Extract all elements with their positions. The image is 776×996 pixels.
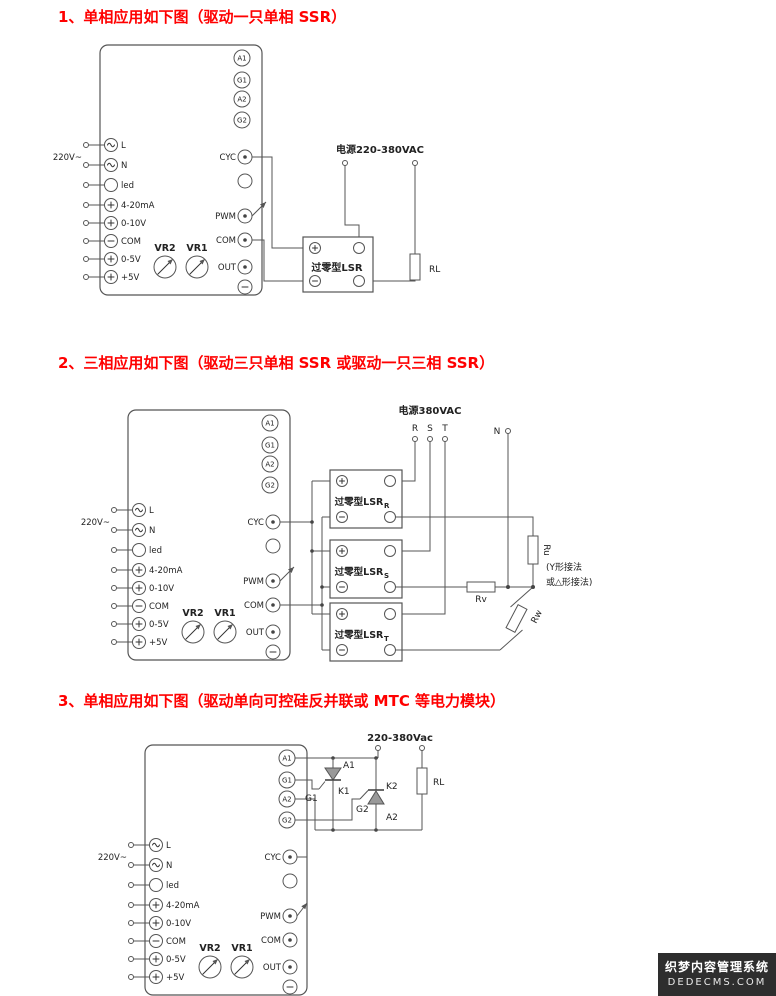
phase-label-t: T	[441, 424, 448, 434]
watermark-badge: 织梦内容管理系统 DEDECMS.COM	[658, 953, 776, 996]
watermark-line2: DEDECMS.COM	[667, 977, 767, 988]
power-label-1: 电源220-380VAC	[336, 143, 424, 156]
power-source-3: 220-380Vac	[367, 733, 433, 751]
ssr-box-s: 过零型LSR S	[329, 539, 403, 599]
scr1-thyristor: A1 G1 K1	[305, 758, 355, 830]
ssr-label-s: 过零型LSR	[335, 566, 384, 578]
section2-title: 2、三相应用如下图（驱动三只单相 SSR 或驱动一只三相 SSR）	[58, 354, 495, 372]
controller-module-1	[52, 44, 263, 296]
ssr-box-single: 过零型LSR	[302, 236, 374, 293]
load-resistor-rl-3: RL	[416, 767, 444, 795]
ssr-subscript-s: S	[384, 572, 389, 580]
ssr-subscript-r: R	[384, 502, 390, 510]
power-source-2: 电源380VAC R S T N	[398, 404, 511, 442]
note-line1: (Y形接法	[546, 561, 582, 573]
diagram3: 220-380Vac	[97, 733, 444, 996]
neutral-junction	[506, 585, 510, 589]
controller-module-2	[80, 409, 291, 661]
scr2-anode-label: A2	[386, 813, 398, 823]
ssr-label-t: 过零型LSR	[335, 629, 384, 641]
scr2-gate-label: G2	[356, 805, 369, 815]
diagram2: 电源380VAC R S T N	[80, 404, 592, 662]
phase-label-r: R	[412, 424, 418, 434]
neutral-label: N	[494, 427, 501, 437]
rv-label: Rv	[475, 595, 487, 605]
load-resistor-rw: Rw	[395, 586, 545, 651]
ssr-box-r: 过零型LSR R	[329, 469, 403, 529]
scr1-cathode-label: K1	[338, 787, 350, 797]
diagram1-wires	[251, 156, 416, 282]
power-label-2: 电源380VAC	[398, 404, 461, 417]
rl-label-1: RL	[429, 265, 440, 275]
scr2-cathode-label: K2	[386, 782, 398, 792]
rw-label: Rw	[530, 609, 545, 626]
rl-label-3: RL	[433, 778, 444, 788]
load-resistor-rv: Rv	[395, 581, 533, 605]
star-point	[531, 585, 535, 589]
phase-label-s: S	[427, 424, 433, 434]
ru-label: Ru	[541, 544, 551, 556]
section1-title: 1、单相应用如下图（驱动一只单相 SSR）	[58, 8, 347, 26]
watermark-line1: 织梦内容管理系统	[664, 960, 769, 974]
ssr-label-1: 过零型LSR	[311, 261, 363, 274]
diagram3-wires	[295, 750, 423, 917]
power-source-1: 电源220-380VAC	[336, 143, 424, 166]
scr1-anode-label: A1	[343, 761, 355, 771]
ssr-subscript-t: T	[384, 635, 389, 643]
note-line2: 或△形接法)	[546, 576, 592, 588]
wiring-note: (Y形接法 或△形接法)	[546, 561, 592, 588]
load-resistor-ru: Ru	[395, 516, 551, 587]
load-resistor-rl-1: RL	[409, 253, 440, 281]
controller-module-3	[97, 744, 308, 996]
diagram1: 电源220-380VAC 过零型LSR RL	[52, 44, 440, 296]
section3-title: 3、单相应用如下图（驱动单向可控硅反并联或 MTC 等电力模块）	[58, 692, 506, 710]
ssr-label-r: 过零型LSR	[335, 496, 384, 508]
scr1-gate-label: G1	[305, 794, 318, 804]
power-label-3: 220-380Vac	[367, 733, 433, 744]
scr2-thyristor: K2 G2 A2	[356, 758, 398, 830]
ssr-box-t: 过零型LSR T	[329, 602, 403, 662]
